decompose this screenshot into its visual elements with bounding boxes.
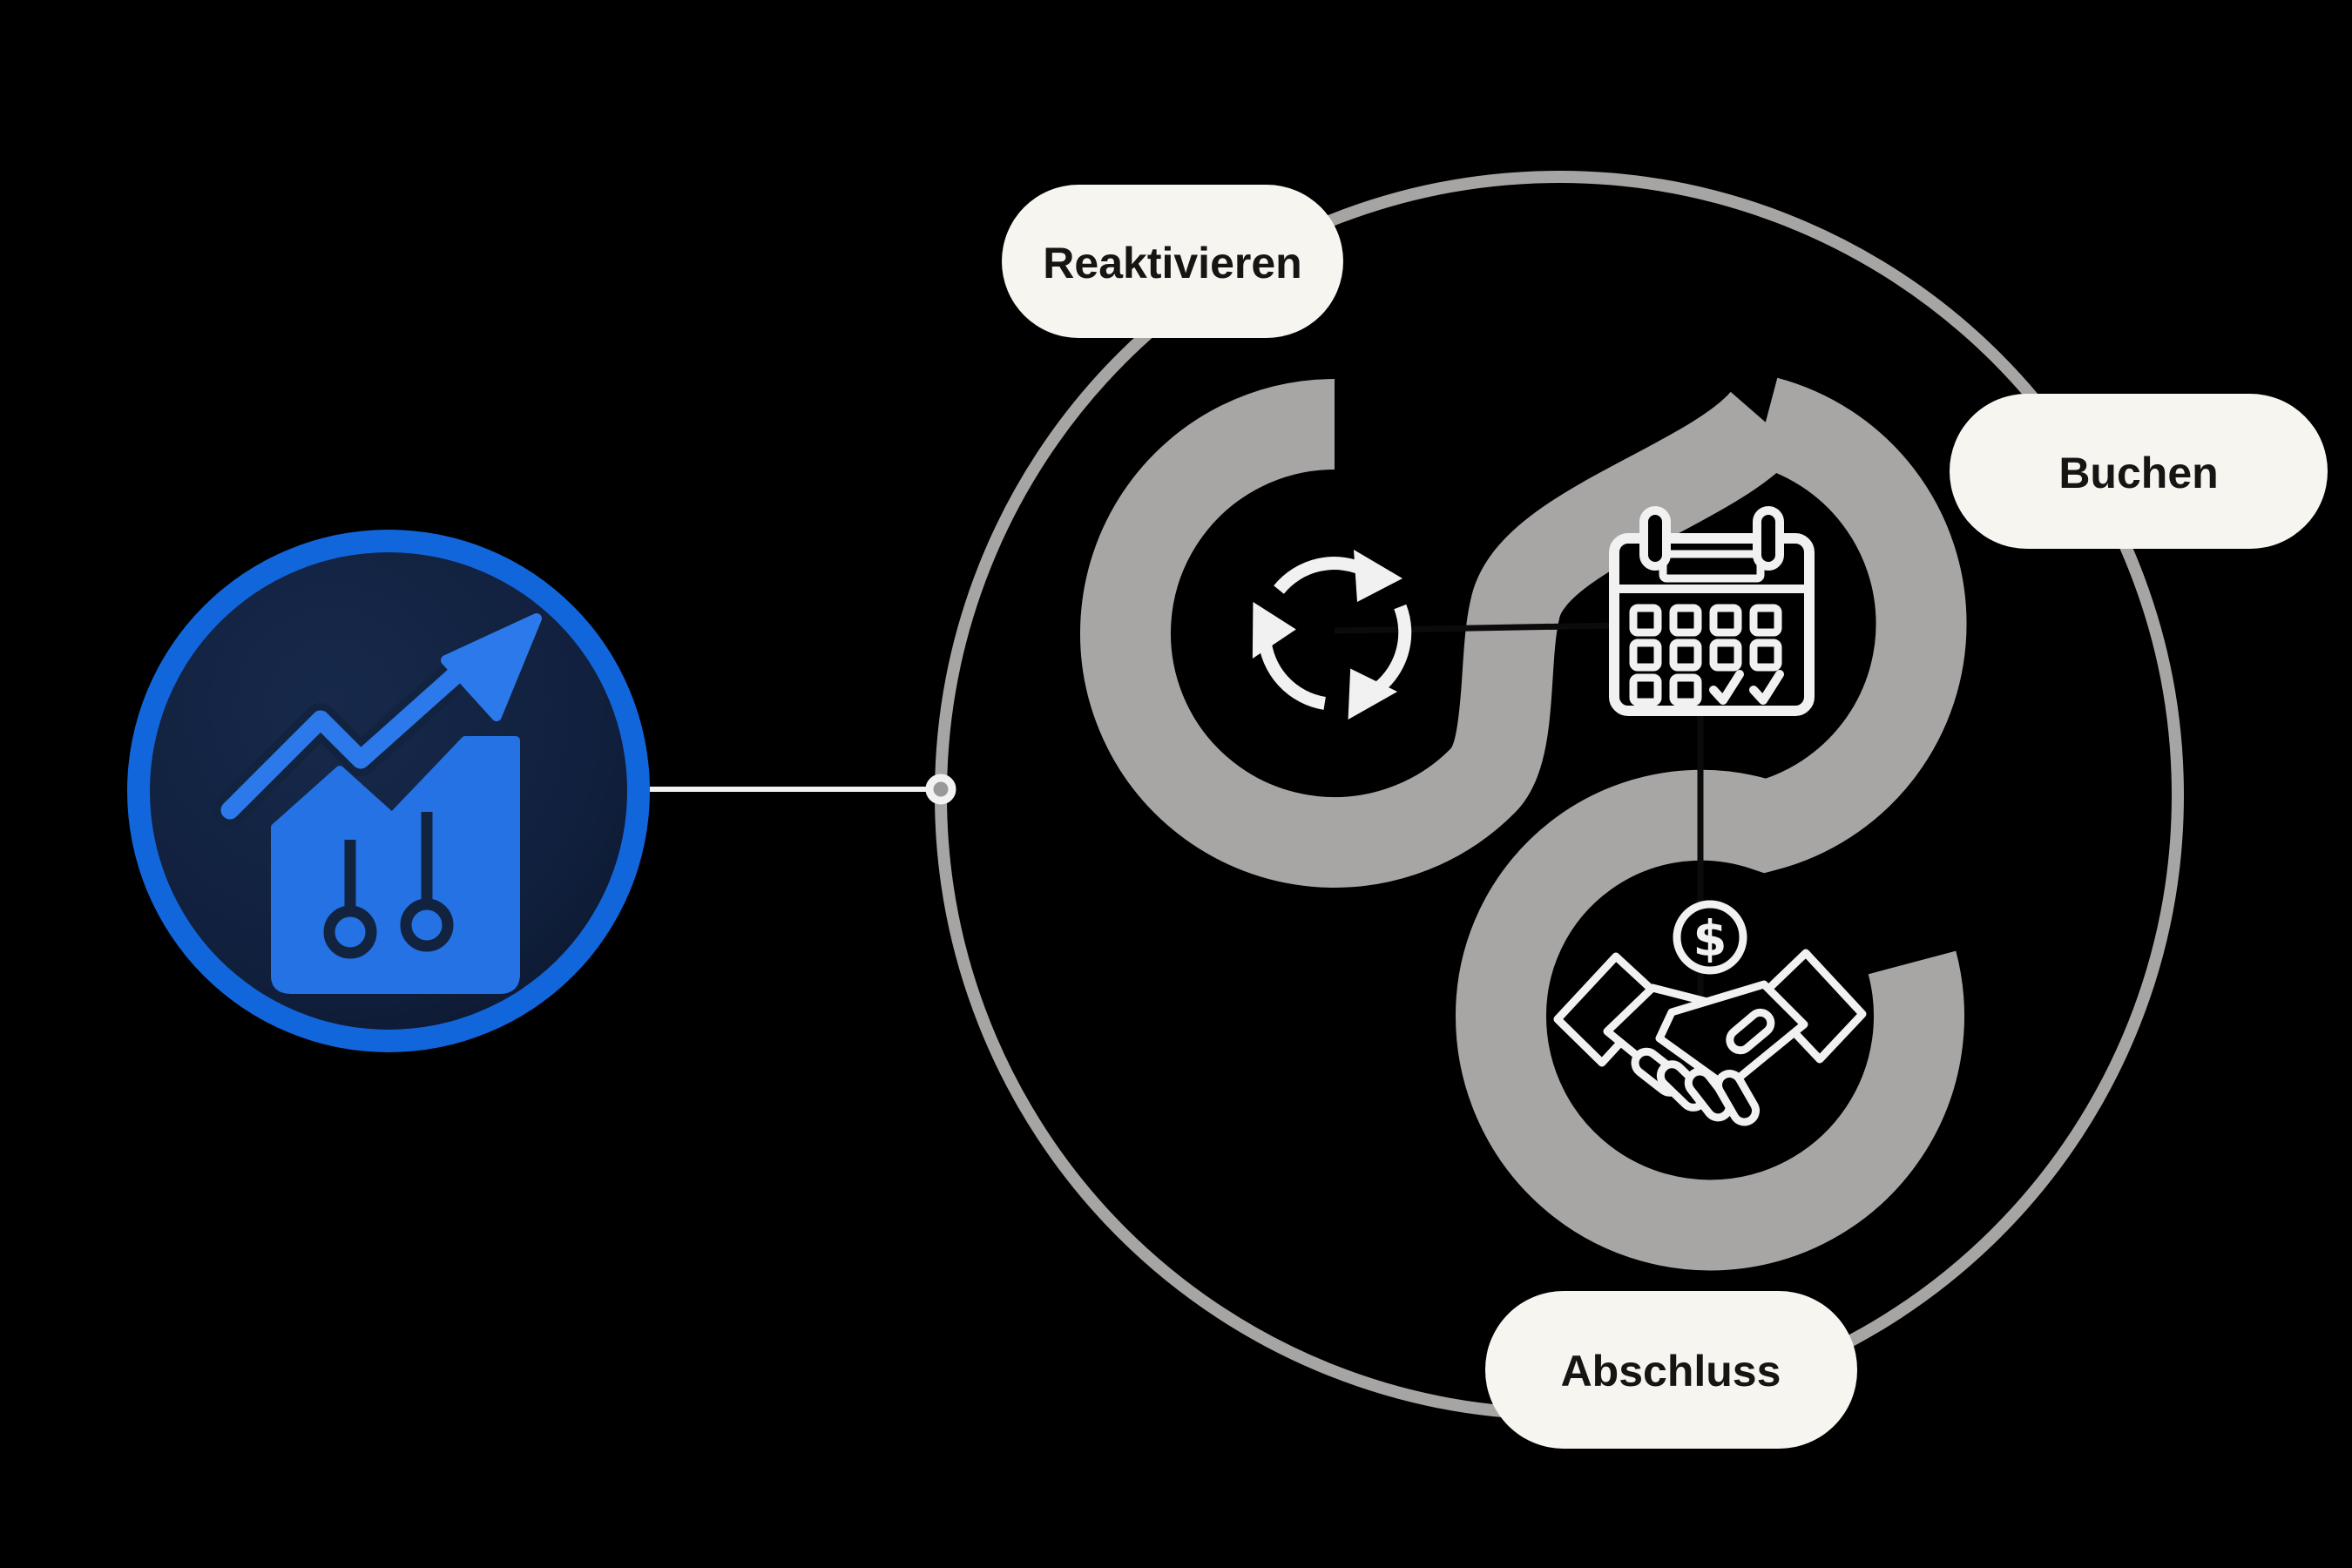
pill-background [1485, 1291, 1857, 1449]
stage-label-reaktivieren: Reaktivieren [1043, 239, 1301, 287]
growth-chart-icon [213, 613, 542, 994]
pill-background [1002, 185, 1343, 338]
growth-badge [127, 530, 650, 1052]
recycle-icon [1252, 550, 1412, 720]
connector-node-dot [925, 774, 956, 805]
dollar-sign: $ [1693, 911, 1727, 968]
stage-label-buchen: Buchen [2058, 449, 2218, 497]
handshake-dollar-icon: $ [1553, 900, 1867, 1126]
stage-label-abschluss: Abschluss [1561, 1347, 1781, 1396]
label-pill-abschluss: Abschluss [1485, 1291, 1857, 1449]
label-pill-reaktivieren: Reaktivieren [1002, 185, 1343, 338]
calendar-check-icon [1609, 506, 1815, 716]
arrow-head [441, 613, 542, 721]
check-icon [1749, 670, 1784, 705]
check-icon [1709, 670, 1744, 705]
cycle-swirl-bands [1080, 377, 1967, 1271]
reaktivieren-swirl-band [1080, 379, 1800, 888]
label-pill-buchen: Buchen [1950, 394, 2328, 549]
buchen-abschluss-s-band [1455, 377, 1967, 1271]
dollar-coin-icon [1673, 900, 1747, 975]
pill-background [1950, 394, 2328, 549]
